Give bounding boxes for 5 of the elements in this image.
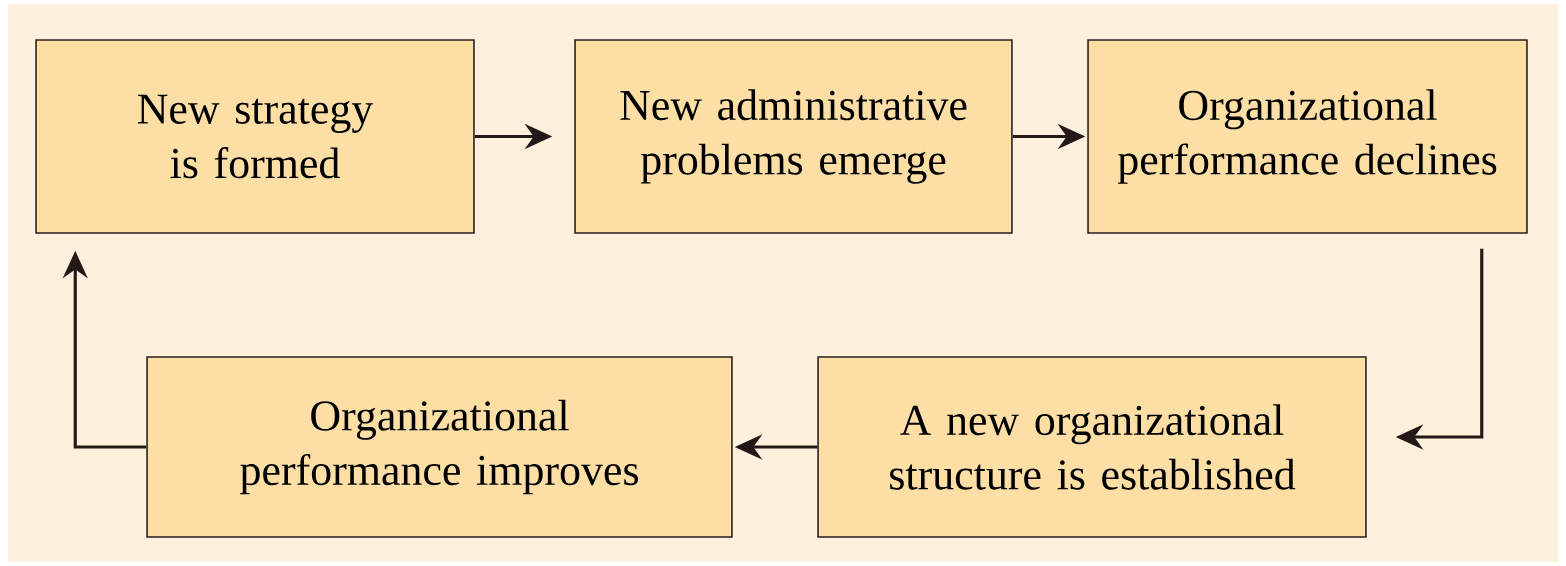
process-box: New administrative problems emerge <box>574 39 1013 234</box>
process-box: A new organizational structure is established <box>817 356 1367 538</box>
process-box: Organizational performance improves <box>146 356 733 538</box>
process-box: Organizational performance declines <box>1087 39 1528 234</box>
process-box: New strategy is formed <box>35 39 475 234</box>
